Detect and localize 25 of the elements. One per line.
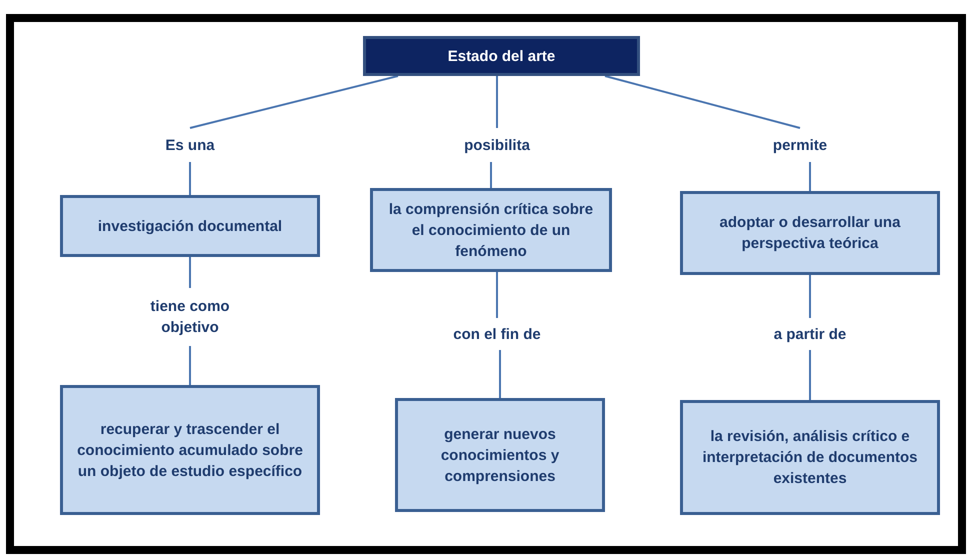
connector-line — [604, 75, 800, 129]
concept-box: adoptar o desarrollar una perspectiva teórica — [680, 191, 940, 275]
connector-line — [499, 350, 501, 398]
root-concept-box: Estado del arte — [363, 36, 640, 76]
connector-line — [496, 76, 498, 128]
connector-line — [809, 350, 811, 400]
connector-line — [490, 162, 492, 188]
connector-line — [189, 162, 191, 195]
linking-phrase: permite — [740, 128, 860, 162]
concept-box: investigación documental — [60, 195, 320, 257]
connector-line — [809, 162, 811, 191]
concept-box: generar nuevos conocimientos y comprensiones — [395, 398, 605, 512]
connector-line — [189, 346, 191, 385]
concept-box: la comprensión crítica sobre el conocimiento de un fenómeno — [370, 188, 612, 272]
linking-phrase: con el fin de — [432, 318, 562, 350]
connector-line — [190, 75, 398, 129]
concept-box: la revisión, análisis crítico e interpretación de documentos existentes — [680, 400, 940, 515]
connector-line — [809, 275, 811, 318]
connector-line — [496, 272, 498, 318]
linking-phrase: a partir de — [745, 318, 875, 350]
linking-phrase: tiene como objetivo — [120, 288, 260, 346]
linking-phrase: posibilita — [437, 128, 557, 162]
linking-phrase: Es una — [130, 128, 250, 162]
connector-line — [189, 257, 191, 288]
concept-box: recuperar y trascender el conocimiento acumulado sobre un objeto de estudio específico — [60, 385, 320, 515]
